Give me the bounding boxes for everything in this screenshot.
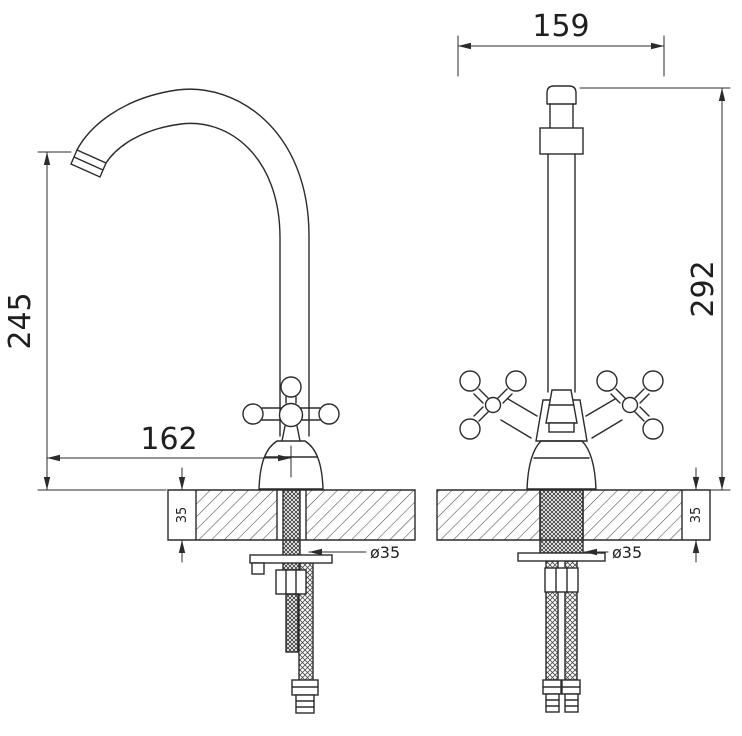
handle-side-ball-top (280, 376, 302, 398)
dim-292-label: 292 (686, 260, 721, 317)
flange-front (517, 552, 606, 562)
neck-front (549, 103, 574, 129)
hose-nut-front-left (545, 693, 560, 713)
handle-right-hub (621, 396, 639, 414)
cap-front (546, 85, 577, 105)
handle-side-ball-left (242, 403, 264, 425)
dim-side-reach-162: 162 (46, 422, 292, 478)
dim-front-hole-dia35: ø35 (583, 543, 642, 562)
counter-side-hatch-right (306, 490, 415, 540)
dim-front-deck-35: 35 (689, 467, 704, 563)
mounting-nut-front (544, 567, 579, 593)
dim-side-deck-35: 35 (175, 467, 190, 563)
dim-245-extension-lines (37, 151, 167, 491)
base-front (526, 440, 597, 490)
dim-dia35-front-label: ø35 (612, 543, 642, 562)
collar-front (539, 127, 584, 155)
dim-245-label: 245 (3, 292, 38, 349)
counter-side-hatch-left (196, 490, 277, 540)
spout-tip-front (545, 389, 578, 424)
counter-front-outline (436, 489, 711, 541)
handle-side-ball-right (318, 403, 340, 425)
dim-35-side-label: 35 (175, 507, 190, 524)
dim-159-extension-lines (457, 35, 665, 77)
hose-nut-side (295, 694, 315, 714)
dim-side-hole-dia35: ø35 (308, 543, 400, 562)
column-front (547, 153, 576, 393)
counter-side-outline (167, 489, 416, 541)
spout-outline (76, 88, 310, 437)
handle-right-ball-se (642, 418, 664, 440)
flange-side (249, 554, 333, 564)
handle-left-hub (484, 396, 502, 414)
mounting-nut-side-facets (285, 569, 297, 595)
dim-dia35-side-label: ø35 (370, 543, 400, 562)
handle-right-ball-ne (642, 370, 664, 392)
dim-159-label: 159 (532, 9, 589, 44)
dim-162-label: 162 (140, 422, 197, 457)
handle-side-hub (278, 402, 304, 428)
aerator-front (548, 422, 575, 433)
handle-left-arms (473, 388, 513, 422)
handle-right-ball-nw (596, 370, 618, 392)
spout-aerator (70, 149, 107, 178)
mounting-nut-front-facets (555, 567, 568, 593)
dim-front-width-159: 159 (457, 9, 665, 77)
front-view (436, 85, 711, 713)
handle-stems-front (500, 398, 623, 439)
shank-front (539, 489, 584, 554)
dimensions: 245 162 35 ø35 159 (3, 9, 731, 563)
counter-front-hatch-left (437, 490, 540, 540)
handle-left-ball-sw (459, 418, 481, 440)
hose-nut-front-ridges (545, 699, 579, 707)
mounting-nut-side (275, 569, 307, 595)
handle-left-ball-ne (505, 370, 527, 392)
flange-clip-side (251, 562, 265, 575)
dim-side-height-245: 245 (3, 151, 167, 491)
handle-left-ball-nw (459, 370, 481, 392)
side-view (70, 88, 416, 714)
dim-292-extension-lines (579, 87, 731, 491)
hose-nut-front-right (564, 693, 579, 713)
handle-right-arms (610, 388, 650, 422)
hose-nut-side-ridges (295, 700, 315, 708)
stud-side (285, 593, 299, 653)
counter-front-hatch-right (583, 490, 682, 540)
dim-35-front-label: 35 (689, 507, 704, 524)
dim-front-height-292: 292 (579, 87, 731, 491)
